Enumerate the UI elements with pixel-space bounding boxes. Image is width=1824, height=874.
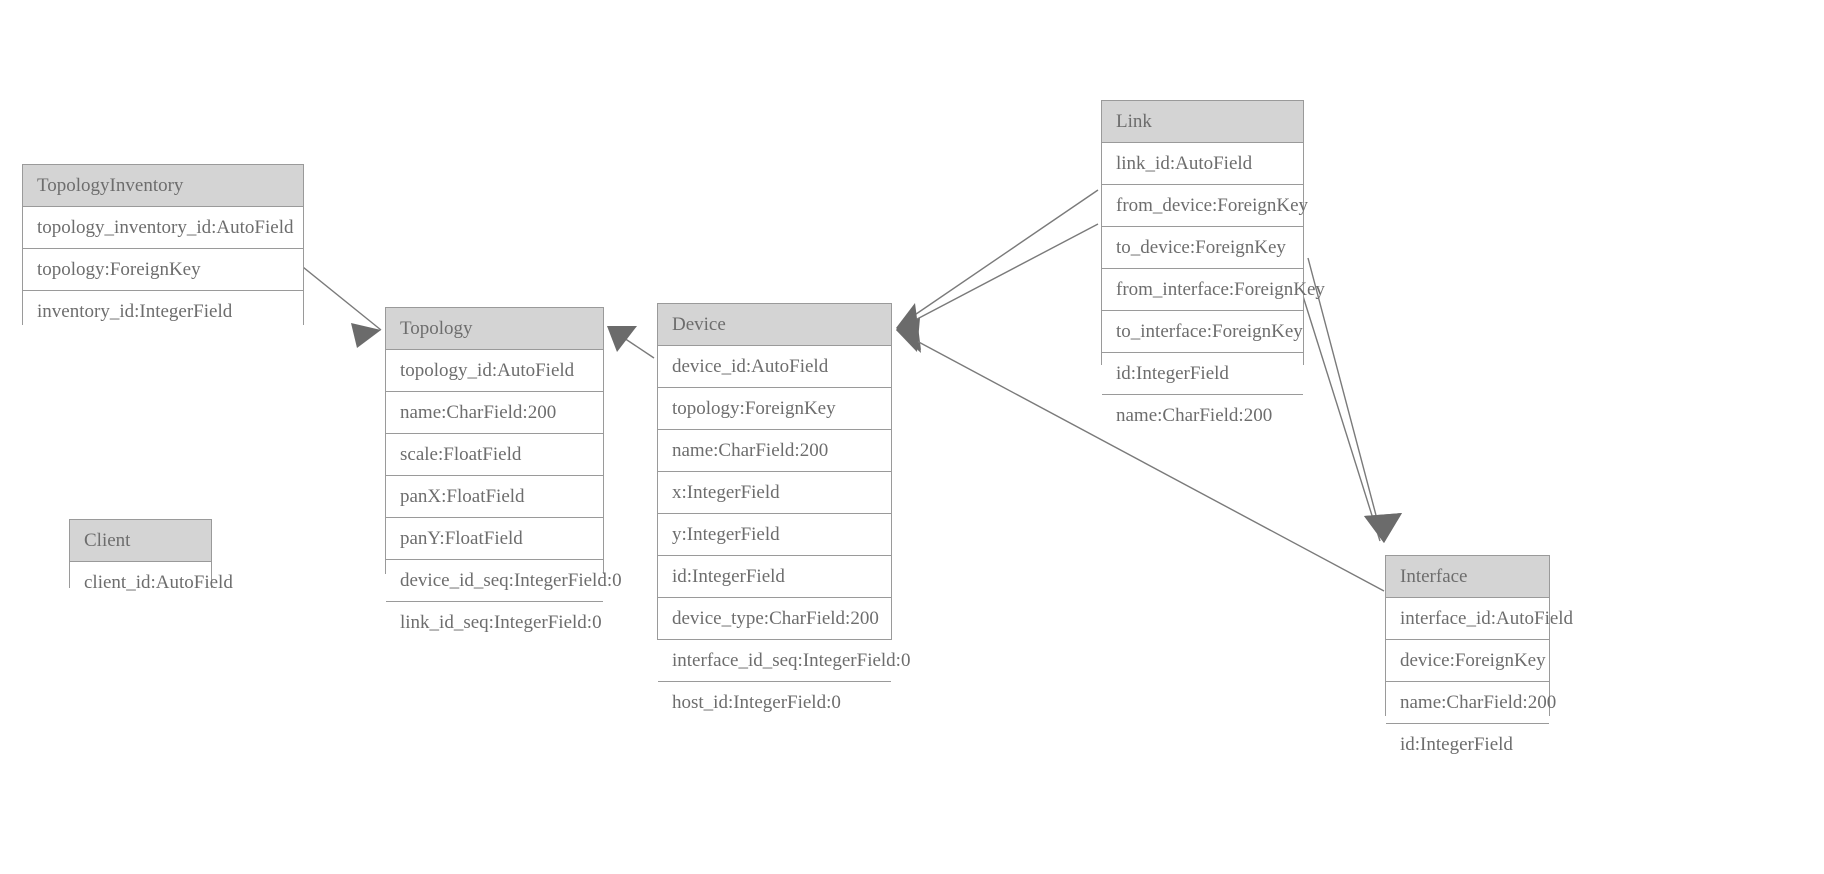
relationship-line: [608, 327, 655, 359]
entity-title-link: Link: [1102, 101, 1303, 143]
entity-field-interface-1[interactable]: device:ForeignKey: [1386, 640, 1549, 682]
entity-title-topology-inventory: TopologyInventory: [23, 165, 303, 207]
entity-field-device-6[interactable]: device_type:CharField:200: [658, 598, 891, 640]
entity-field-topology-inventory-2[interactable]: inventory_id:IntegerField: [23, 291, 303, 332]
entity-field-device-2[interactable]: name:CharField:200: [658, 430, 891, 472]
relationship-link-fromdevice-device: [896, 189, 1099, 350]
entity-title-interface: Interface: [1386, 556, 1549, 598]
entity-field-topology-2[interactable]: scale:FloatField: [386, 434, 603, 476]
entity-field-link-4[interactable]: to_interface:ForeignKey: [1102, 311, 1303, 353]
entity-title-topology: Topology: [386, 308, 603, 350]
entity-field-device-4[interactable]: y:IntegerField: [658, 514, 891, 556]
relationship-line: [899, 189, 1099, 326]
entity-field-device-1[interactable]: topology:ForeignKey: [658, 388, 891, 430]
relationship-arrowhead: [351, 323, 381, 348]
relationship-arrowhead: [896, 303, 921, 350]
entity-field-topology-0[interactable]: topology_id:AutoField: [386, 350, 603, 392]
entity-field-topology-inventory-1[interactable]: topology:ForeignKey: [23, 249, 303, 291]
relationship-line: [1301, 292, 1381, 542]
entity-field-topology-1[interactable]: name:CharField:200: [386, 392, 603, 434]
entity-field-topology-inventory-0[interactable]: topology_inventory_id:AutoField: [23, 207, 303, 249]
relationship-arrowhead: [1364, 513, 1402, 543]
entity-field-topology-3[interactable]: panX:FloatField: [386, 476, 603, 518]
entity-field-interface-2[interactable]: name:CharField:200: [1386, 682, 1556, 724]
entity-field-link-3[interactable]: from_interface:ForeignKey: [1102, 269, 1325, 311]
entity-field-device-8[interactable]: host_id:IntegerField:0: [658, 682, 891, 723]
relationship-arrowhead: [896, 307, 921, 353]
entity-field-device-0[interactable]: device_id:AutoField: [658, 346, 891, 388]
entity-field-device-3[interactable]: x:IntegerField: [658, 472, 891, 514]
relationship-link-tointerface-interface: [1301, 292, 1402, 543]
relationship-link-frominterface-interface: [1307, 257, 1402, 543]
entity-field-topology-4[interactable]: panY:FloatField: [386, 518, 603, 560]
relationship-arrowhead: [1364, 513, 1402, 543]
entity-title-device: Device: [658, 304, 891, 346]
relationship-arrowhead: [607, 326, 637, 352]
entity-field-link-6[interactable]: name:CharField:200: [1102, 395, 1303, 436]
entity-field-interface-0[interactable]: interface_id:AutoField: [1386, 598, 1573, 640]
entity-field-device-5[interactable]: id:IntegerField: [658, 556, 891, 598]
entity-field-link-2[interactable]: to_device:ForeignKey: [1102, 227, 1303, 269]
relationship-arrowhead: [896, 318, 920, 352]
entity-field-client-0[interactable]: client_id:AutoField: [70, 562, 233, 603]
relationship-line: [899, 223, 1099, 329]
entity-field-topology-6[interactable]: link_id_seq:IntegerField:0: [386, 602, 603, 643]
entity-field-link-1[interactable]: from_device:ForeignKey: [1102, 185, 1308, 227]
relationship-link-todevice-device: [896, 223, 1099, 353]
entity-field-link-5[interactable]: id:IntegerField: [1102, 353, 1303, 395]
entity-title-client: Client: [70, 520, 211, 562]
entity-field-topology-5[interactable]: device_id_seq:IntegerField:0: [386, 560, 622, 602]
entity-field-device-7[interactable]: interface_id_seq:IntegerField:0: [658, 640, 910, 682]
relationship-line: [1307, 257, 1383, 539]
relationship-device-topology: [607, 326, 655, 359]
entity-field-link-0[interactable]: link_id:AutoField: [1102, 143, 1303, 185]
entity-field-interface-3[interactable]: id:IntegerField: [1386, 724, 1549, 765]
